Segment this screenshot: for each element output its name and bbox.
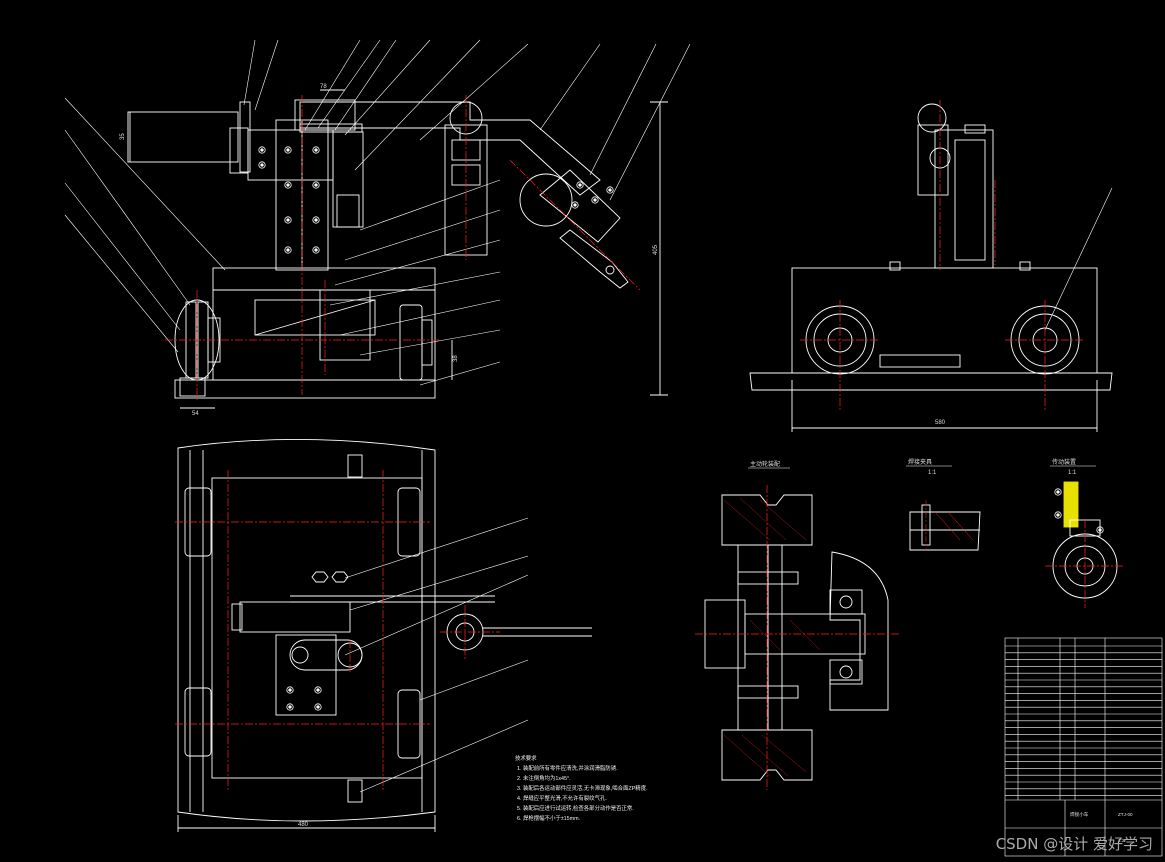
wheel-section-bottom — [721, 729, 813, 781]
notes-line-2: 2. 未注倒角均为1x45°. — [517, 774, 571, 782]
plan-view — [177, 439, 592, 832]
detail-wheel-title: 主动轮装配 — [750, 460, 780, 468]
notes-line-5: 5. 装配后应进行试运转,检查各部分动作是否正常. — [517, 804, 634, 812]
plan-leaders — [344, 517, 529, 793]
wheel-centerlines — [695, 485, 900, 790]
plan-motor — [239, 601, 351, 633]
dim-plan-width: 480 — [298, 822, 309, 828]
front-view — [64, 39, 691, 409]
detail-clamp-a-scale: 1:1 — [928, 470, 937, 476]
side-body — [791, 267, 1098, 374]
parts-list — [1004, 637, 1163, 857]
dim-side-width: 580 — [935, 420, 946, 426]
detail-clamp-b-title: 传动装置 — [1052, 458, 1076, 466]
highlighted-part — [1063, 481, 1079, 528]
wheel-hub — [737, 544, 769, 731]
base-plate — [174, 379, 436, 399]
plan-centerlines — [175, 470, 500, 790]
plan-frame — [211, 477, 423, 779]
dim-front-small: 38 — [453, 355, 459, 362]
dim-front-height: 405 — [653, 244, 659, 255]
plan-wheel-bl — [184, 687, 212, 757]
notes-line-6: 6. 焊枪摆幅不小于±15mm. — [517, 814, 580, 822]
column-bolts — [258, 146, 614, 254]
title-block-number: ZTJ-00 — [1118, 812, 1133, 817]
clamp-a-hatching — [925, 500, 974, 550]
title-block-name: 焊接小车 — [1070, 811, 1089, 818]
front-right-wheel — [399, 304, 423, 381]
wheel-detail — [704, 494, 889, 781]
notes-line-4: 4. 焊缝应平整光滑,不允许有裂纹气孔. — [517, 794, 607, 802]
watermark: CSDN @设计 爱好学习 — [995, 835, 1153, 853]
leader-lines — [64, 39, 691, 386]
rail — [749, 372, 1113, 391]
title-block-scale: 1:2 — [1118, 838, 1125, 843]
detail-clamp-a-title: 焊接夹具 — [908, 458, 932, 466]
notes-line-3: 3. 装配后各运动部件应灵活,无卡滞现象,啮合面ZP精度. — [517, 784, 648, 792]
plan-bolts — [286, 686, 322, 711]
plan-outline — [177, 439, 436, 822]
torch-arm — [299, 101, 601, 196]
side-view — [749, 103, 1113, 432]
frame-box — [212, 267, 436, 381]
notes-line-1: 1. 装配前所有零件应清洗,并涂润滑脂防锈. — [517, 764, 618, 772]
rear-block — [127, 111, 239, 163]
torch-head — [519, 173, 573, 227]
notes-title: 技术要求 — [515, 754, 537, 762]
dim-front-top: 78 — [320, 84, 327, 90]
side-centerlines — [800, 100, 1085, 410]
clamp-b-centerlines — [1045, 520, 1125, 608]
clamp-detail-a — [909, 504, 981, 551]
side-column — [934, 129, 994, 269]
dim-front-bottom: 54 — [192, 411, 199, 417]
motor — [332, 131, 364, 228]
upper-housing — [247, 129, 334, 181]
front-centerlines — [165, 95, 641, 400]
wheel-hatching — [723, 497, 821, 777]
bearing-housing — [829, 551, 889, 711]
dim-front-side: 35 — [120, 133, 126, 140]
plan-mount — [275, 634, 337, 716]
technical-notes: 技术要求 1. 装配前所有零件应清洗,并涂润滑脂防锈. 2. 未注倒角均为1x4… — [515, 754, 648, 822]
detail-clamp-b-scale: 1:1 — [1068, 470, 1077, 476]
